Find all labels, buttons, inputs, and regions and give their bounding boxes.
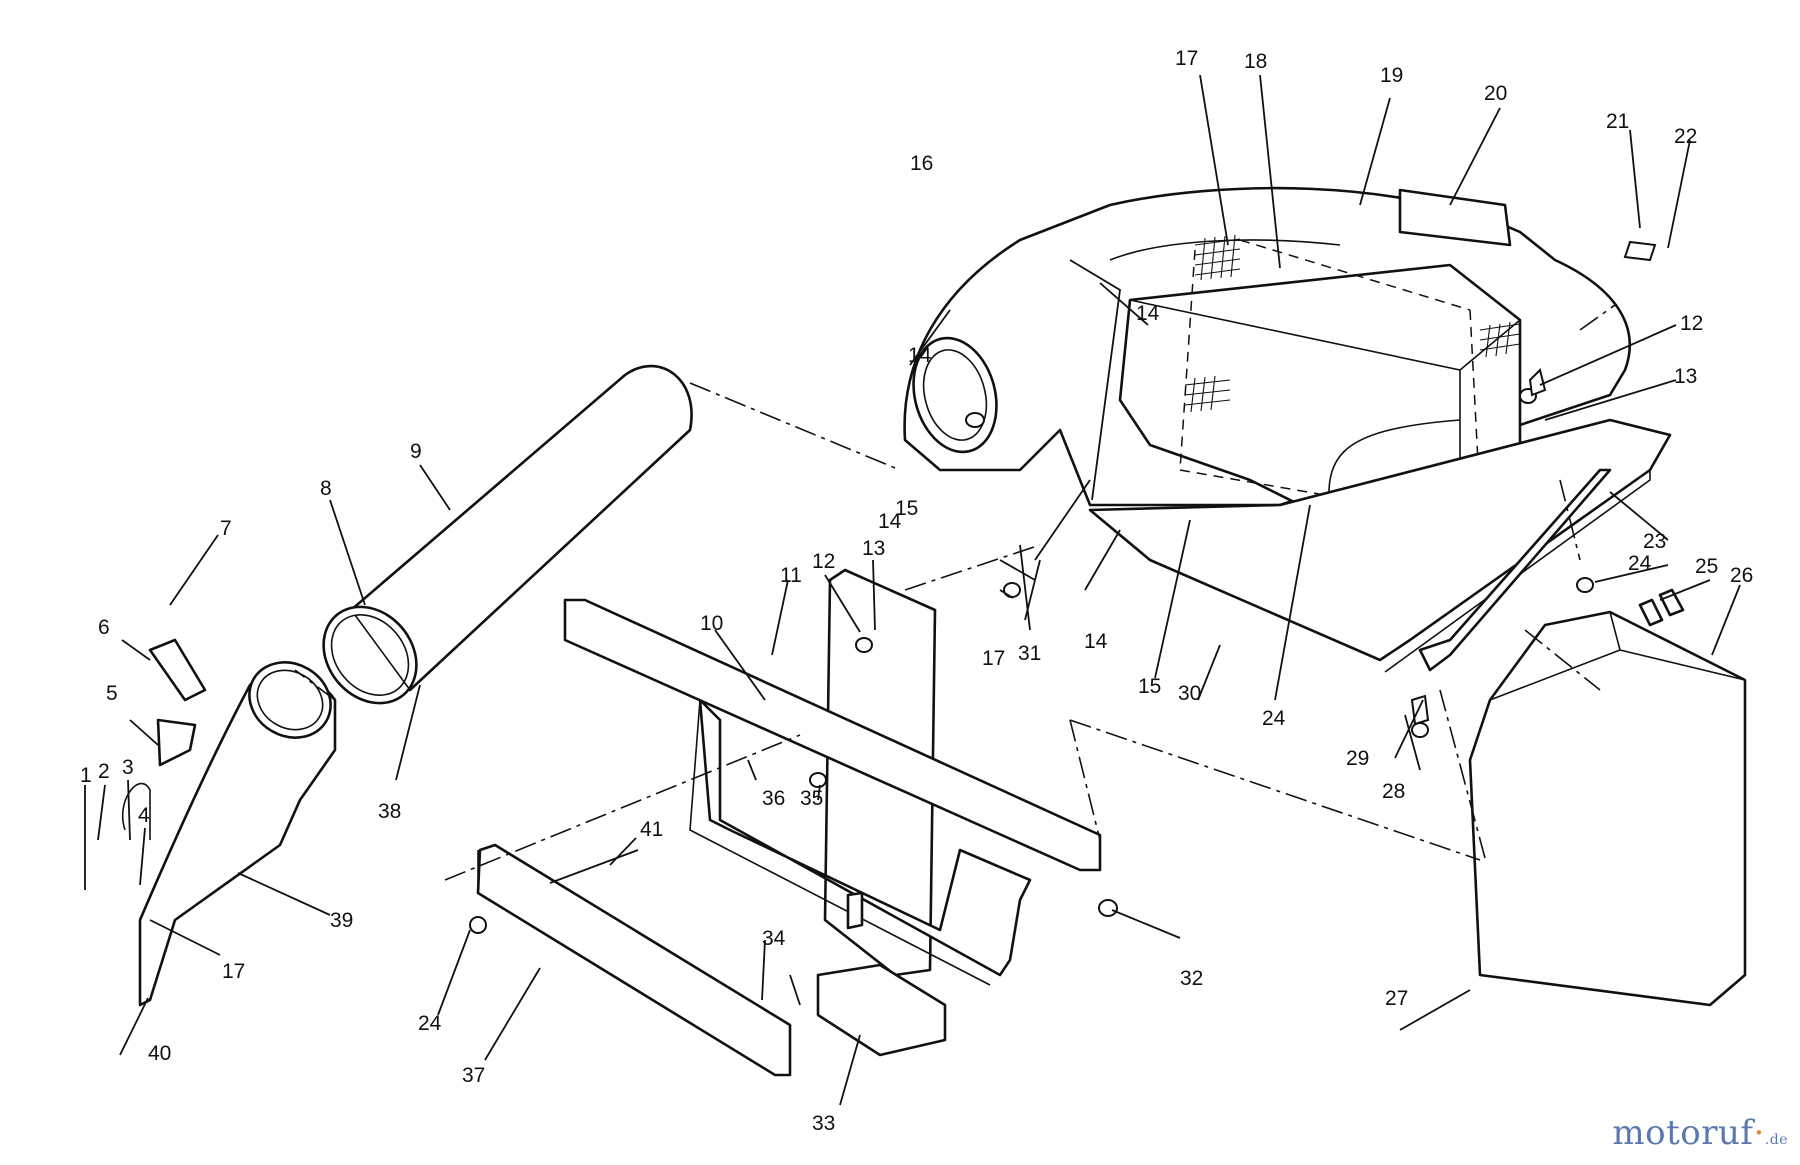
crossbar <box>563 598 1102 872</box>
mounting-bracket <box>563 568 1102 986</box>
callout-28: 28 <box>1382 780 1405 803</box>
callout-labels: 1 2 3 4 5 6 7 8 9 10 11 12 12 13 13 14 1… <box>80 47 1753 1135</box>
hardware <box>469 240 1657 934</box>
callout-6: 6 <box>98 616 110 639</box>
callout-18: 18 <box>1244 50 1267 73</box>
grass-bag <box>1468 588 1747 1007</box>
mounting-rail <box>476 843 947 1077</box>
callout-34: 34 <box>762 927 786 950</box>
callout-24c: 24 <box>418 1012 442 1035</box>
callout-12b: 12 <box>1680 312 1703 335</box>
callout-7: 7 <box>220 517 232 540</box>
base-frame <box>1088 418 1672 673</box>
callout-27: 27 <box>1385 987 1408 1010</box>
discharge-tube <box>322 364 693 705</box>
callout-26: 26 <box>1730 564 1753 587</box>
callout-30: 30 <box>1178 682 1201 705</box>
callout-8: 8 <box>320 477 332 500</box>
callout-14b: 14 <box>908 344 932 367</box>
callout-9: 9 <box>410 440 422 463</box>
support-bar <box>1418 468 1612 672</box>
leader-lines <box>84 74 1741 1106</box>
callout-40: 40 <box>148 1042 171 1065</box>
callout-10: 10 <box>700 612 723 635</box>
callout-24a: 24 <box>1628 552 1652 575</box>
hood-label-plate <box>1398 188 1512 247</box>
watermark-logo: motoruf·.de <box>1612 1113 1788 1153</box>
callout-15b: 15 <box>1138 675 1161 698</box>
callout-22: 22 <box>1674 125 1697 148</box>
callout-5: 5 <box>106 682 118 705</box>
callout-14c: 14 <box>878 510 902 533</box>
callout-17a: 17 <box>1175 47 1198 70</box>
watermark-dot: · <box>1753 1113 1765 1153</box>
discharge-chute <box>122 638 337 1007</box>
callout-17b: 17 <box>982 647 1005 670</box>
watermark-brand: motoruf <box>1612 1113 1754 1153</box>
callout-19: 19 <box>1380 64 1403 87</box>
callout-39: 39 <box>330 909 353 932</box>
callout-17c: 17 <box>222 960 245 983</box>
callout-13b: 13 <box>1674 365 1697 388</box>
callout-36: 36 <box>762 787 785 810</box>
callout-25: 25 <box>1695 555 1718 578</box>
callout-1: 1 <box>80 764 92 787</box>
watermark-suffix: .de <box>1764 1132 1788 1148</box>
callout-13a: 13 <box>862 537 885 560</box>
callout-14a: 14 <box>1136 302 1160 325</box>
callout-32: 32 <box>1180 967 1203 990</box>
callout-31: 31 <box>1018 642 1041 665</box>
callout-38: 38 <box>378 800 401 823</box>
callout-20: 20 <box>1484 82 1507 105</box>
callout-24b: 24 <box>1262 707 1286 730</box>
callout-14d: 14 <box>1084 630 1108 653</box>
spacer-block <box>816 963 947 1057</box>
chute-bracket <box>148 638 207 702</box>
collector-hood <box>903 186 1631 522</box>
assembly-lines <box>294 304 1616 881</box>
callout-23: 23 <box>1643 530 1666 553</box>
callout-16: 16 <box>910 152 933 175</box>
callout-35: 35 <box>800 787 823 810</box>
callout-15a: 15 <box>895 497 918 520</box>
chute-deflector <box>156 718 197 767</box>
callout-4: 4 <box>138 804 150 827</box>
callout-29: 29 <box>1346 747 1369 770</box>
callout-11: 11 <box>780 564 802 587</box>
callout-3: 3 <box>122 756 134 779</box>
callout-33: 33 <box>812 1112 835 1135</box>
callout-2: 2 <box>98 760 110 783</box>
callout-21: 21 <box>1606 110 1629 133</box>
callout-37: 37 <box>462 1064 485 1087</box>
callout-12a: 12 <box>812 550 835 573</box>
callout-41: 41 <box>640 818 663 841</box>
